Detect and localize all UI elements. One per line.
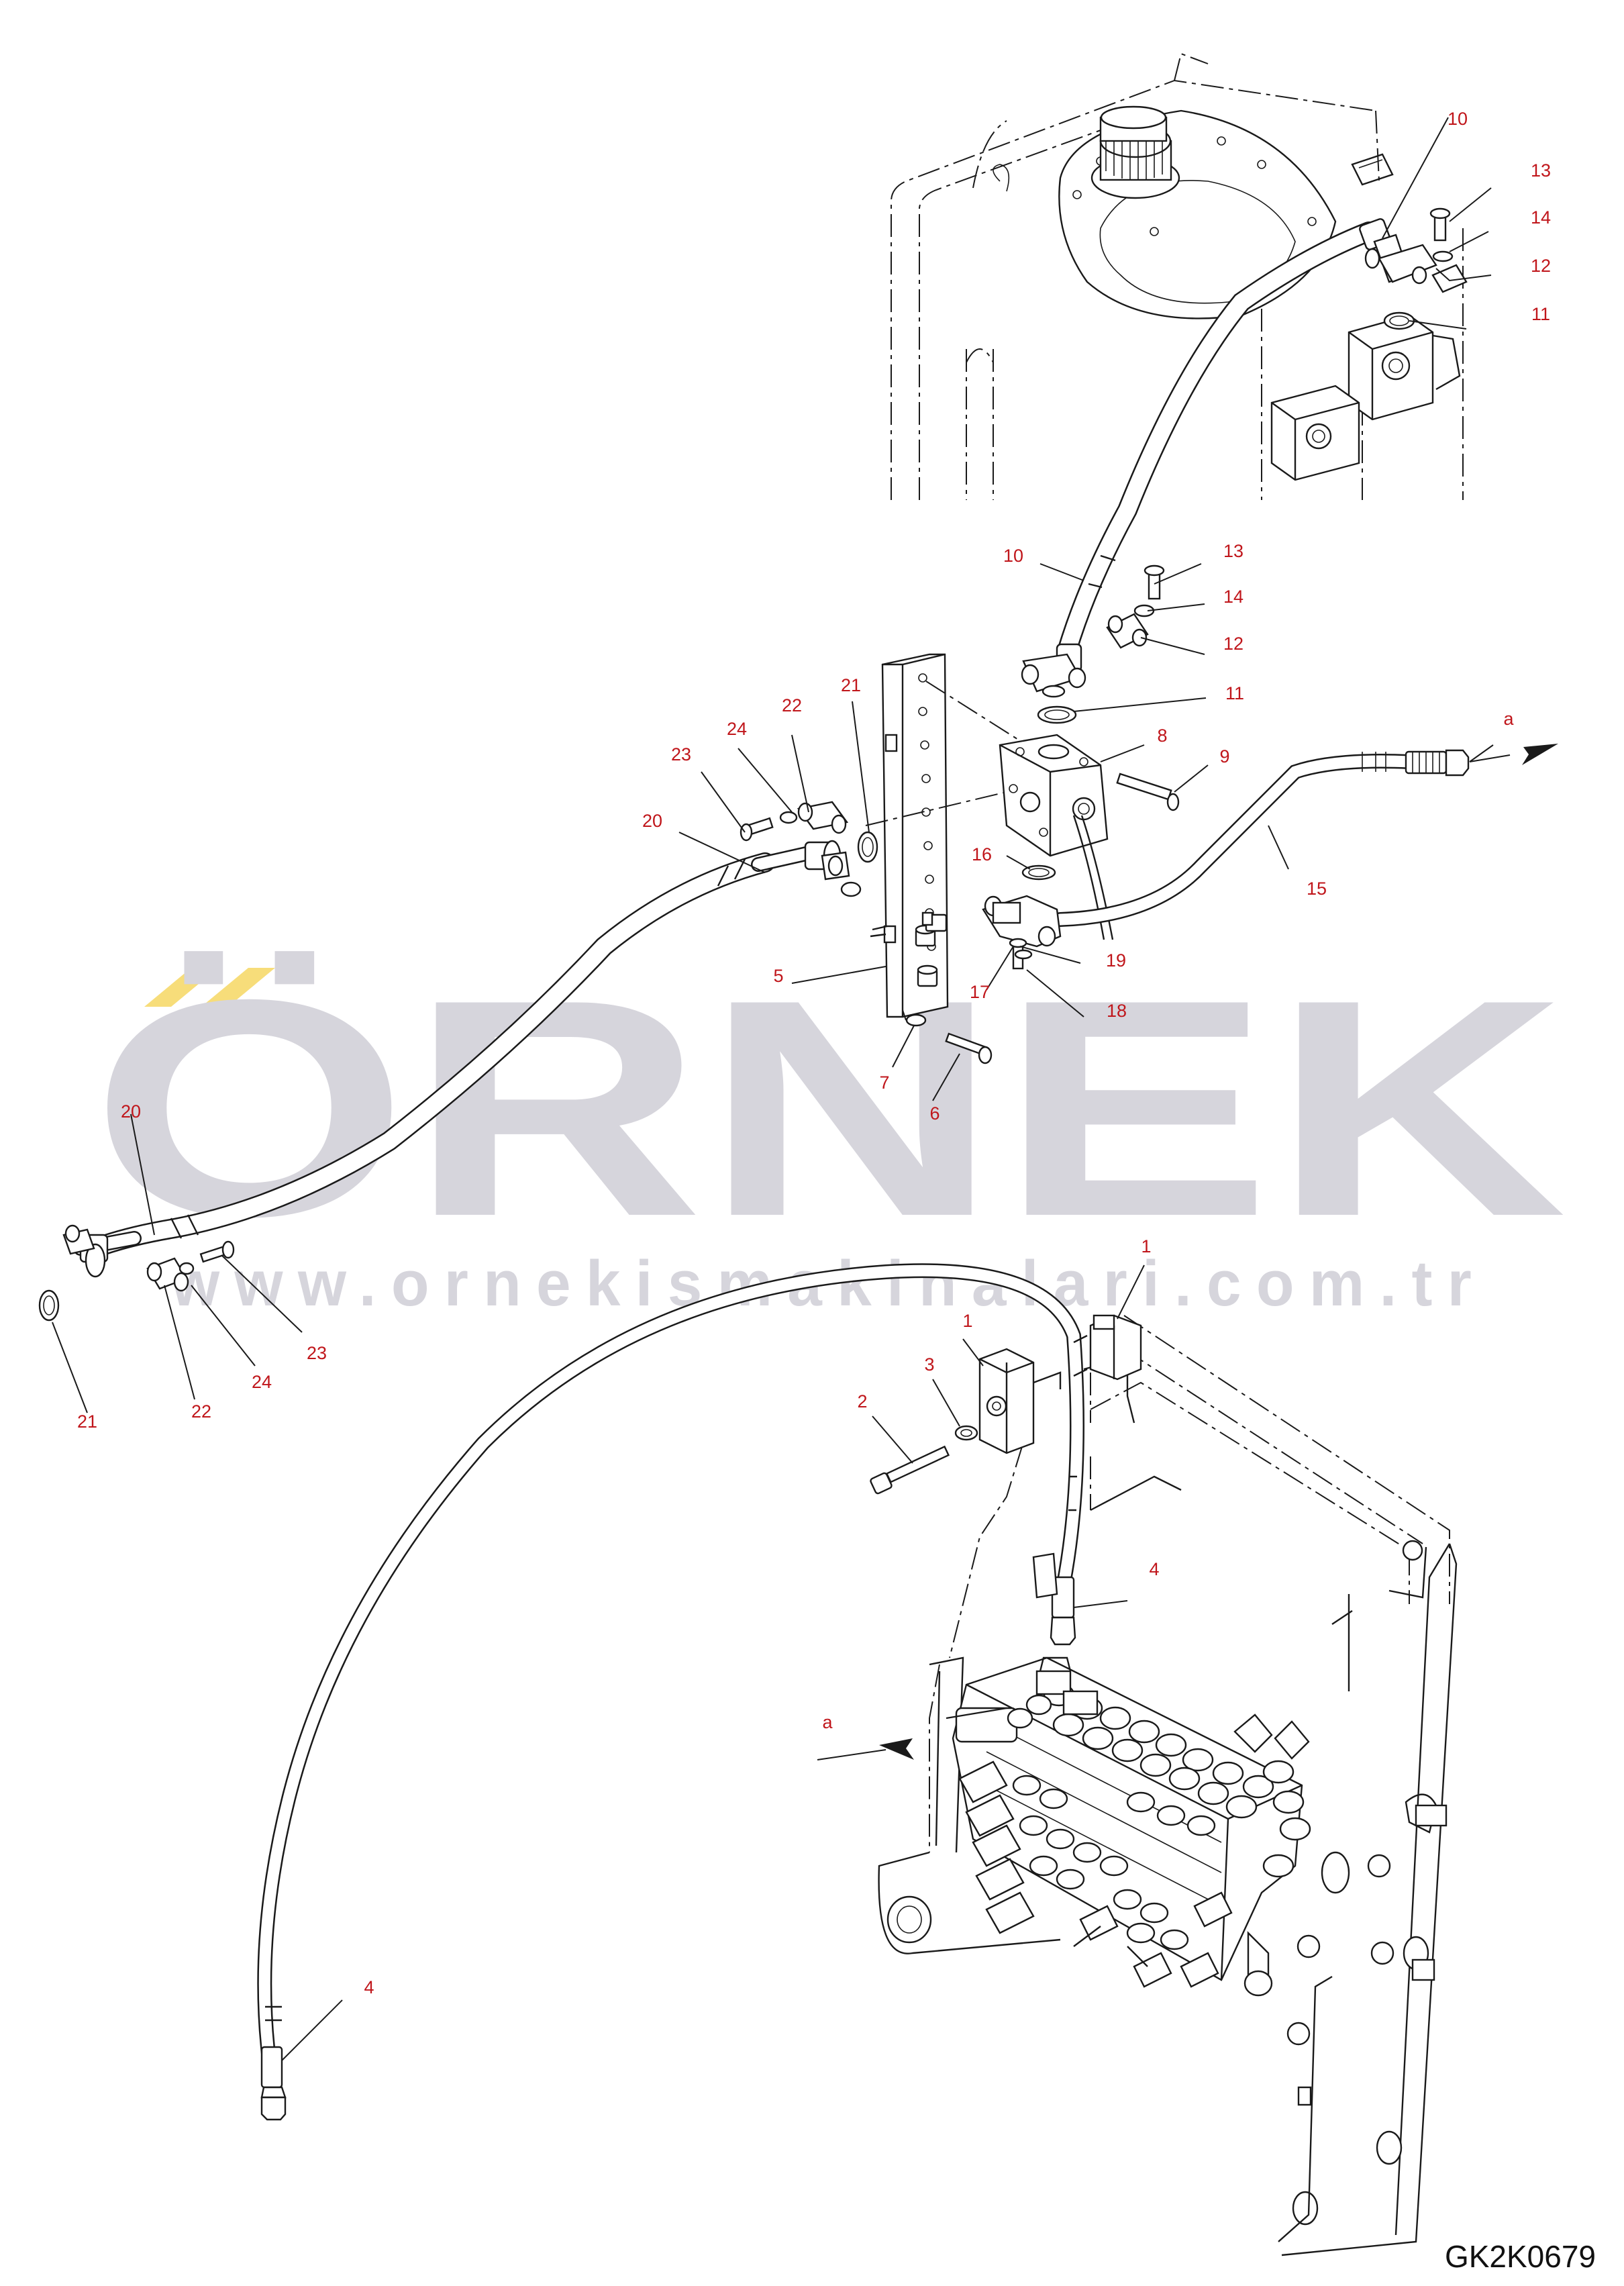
hose-20 [62,840,862,1278]
hose-15 [982,749,1470,970]
callout-6: 6 [929,1103,940,1124]
callout-13-top: 13 [1531,160,1551,181]
manifold-block [999,734,1180,940]
control-valve [946,1656,1311,1988]
hose-10 [1021,218,1437,698]
callout-13-mid: 13 [1223,541,1244,561]
callout-3: 3 [924,1354,934,1375]
callout-20-left: 20 [121,1101,141,1122]
callout-14-mid: 14 [1223,587,1244,607]
callout-12-mid: 12 [1223,634,1244,654]
leader-lines [52,117,1558,2061]
callout-11-mid: 11 [1225,683,1244,703]
callout-21-top: 21 [841,675,861,695]
valve-frame [878,1315,1458,2256]
callout-14-top: 14 [1531,207,1551,228]
watermark-accent-right [201,968,275,1007]
flange-parts-top [740,801,878,863]
callout-24-left: 24 [252,1372,272,1392]
tank-fitting-parts [1037,207,1468,724]
callout-10-mid: 10 [1003,546,1023,566]
callout-22-top: 22 [782,695,802,715]
arrow-a-top [1522,744,1558,765]
arrow-a-bottom [879,1738,914,1760]
callout-7: 7 [879,1073,889,1093]
callout-15: 15 [1307,879,1327,899]
hose-4 [257,1263,1088,2121]
watermark-accent-left [144,968,218,1007]
callout-9: 9 [1219,746,1229,766]
callout-8: 8 [1157,726,1167,746]
callout-23-left: 23 [307,1343,327,1363]
callout-21-left: 21 [77,1411,97,1432]
callout-17: 17 [970,982,990,1002]
bracket-plate [865,653,1027,1021]
callout-16: 16 [972,844,992,864]
watermark: ÖRNEK www.ornekismakinalari.com.tr [91,936,1567,1320]
callout-1-top: 1 [1141,1236,1151,1256]
flange-parts-left [38,1240,235,1322]
clamps [870,1314,1142,1495]
callout-10-top: 10 [1448,109,1468,129]
callout-4-mid: 4 [1149,1559,1159,1579]
watermark-brand: ÖRNEK [91,936,1567,1281]
callout-22-left: 22 [191,1401,211,1422]
diagram-code: GK2K0679 [1445,2239,1596,2274]
callout-12-top: 12 [1531,256,1551,276]
bolt-parts-bottom [905,1013,993,1064]
callout-20-top: 20 [642,811,662,831]
callout-labels: 10 13 14 12 11 10 13 14 12 11 8 9 21 22 … [77,109,1551,1997]
callout-23-top: 23 [671,744,691,764]
callout-a-bottom: a [822,1712,833,1732]
callout-19: 19 [1106,950,1126,971]
callout-11-top: 11 [1531,304,1550,324]
callout-4-bottom: 4 [364,1977,374,1997]
callout-5: 5 [773,966,783,986]
hydraulic-tank [891,52,1464,500]
callout-2: 2 [857,1391,867,1411]
callout-a-top: a [1503,709,1514,729]
callout-18: 18 [1107,1001,1127,1021]
callout-1-mid: 1 [962,1311,972,1331]
callout-24-top: 24 [727,719,747,739]
